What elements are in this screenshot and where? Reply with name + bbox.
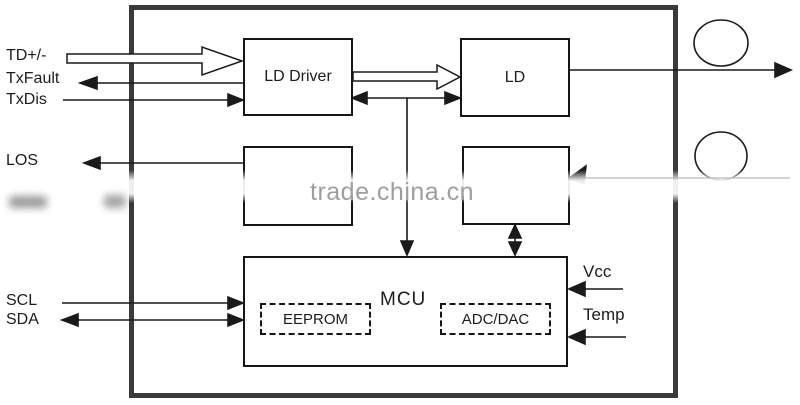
pin-label-scl: SCL [6, 292, 38, 309]
eeprom-block: EEPROM [260, 303, 371, 335]
tx-fiber-coil-icon [693, 19, 749, 67]
sda-arrowhead-left [59, 312, 79, 328]
txfault-arrowhead [77, 75, 98, 91]
ld-block: LD [460, 38, 570, 117]
ld-driver-block: LD Driver [243, 38, 353, 116]
los-arrowhead [81, 155, 101, 171]
adc-dac-block: ADC/DAC [440, 303, 551, 335]
ld-driver-label: LD Driver [264, 68, 332, 85]
ld-label: LD [504, 68, 526, 86]
pin-label-vcc: Vcc [583, 262, 612, 281]
mcu-label: MCU [380, 289, 427, 310]
eeprom-label: EEPROM [282, 310, 348, 328]
pin-label-txdis: TxDis [6, 91, 47, 108]
pin-label-txfault: TxFault [6, 70, 60, 87]
rd-arrow-blur-smudge [104, 195, 126, 208]
pin-label-td: TD+/- [6, 47, 47, 64]
adc-dac-label: ADC/DAC [461, 310, 530, 328]
pin-label-temp: Temp [583, 305, 625, 324]
pin-label-sda: SDA [6, 311, 39, 328]
watermark-blur-band [0, 170, 800, 203]
watermark-text: trade.china.cn [310, 178, 475, 206]
pin-label-los: LOS [6, 152, 39, 169]
rd-label-blur-smudge [9, 196, 47, 208]
tx-optical-arrowhead [774, 61, 793, 79]
